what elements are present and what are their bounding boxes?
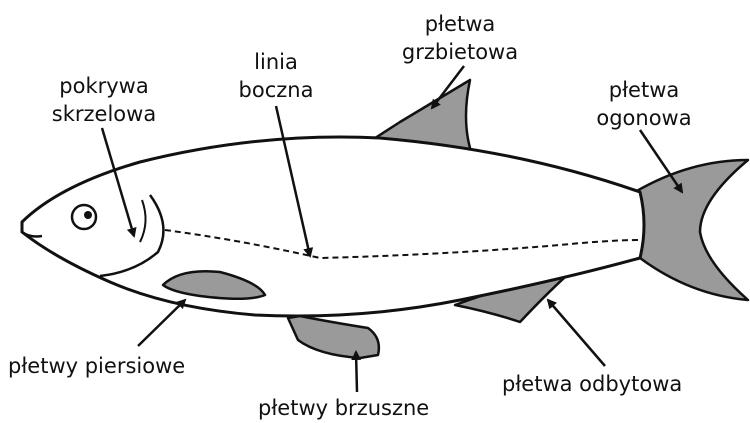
- pelvic-fin: [288, 316, 379, 358]
- label-anal-fin: płetwa odbytowa: [502, 370, 682, 398]
- label-pectoral-fins: płetwy piersiowe: [8, 352, 185, 380]
- arrow-pectoral-fins: [138, 300, 185, 346]
- tail-fin: [635, 160, 748, 300]
- label-lateral-line-line2: boczna: [220, 76, 332, 104]
- label-dorsal-fin-line1: płetwa: [386, 10, 534, 38]
- label-gill-cover: pokrywa skrzelowa: [36, 72, 172, 128]
- label-tail-fin-line2: ogonowa: [584, 104, 704, 132]
- label-lateral-line-line1: linia: [220, 48, 332, 76]
- arrow-anal-fin: [548, 300, 605, 366]
- label-tail-fin-line1: płetwa: [584, 76, 704, 104]
- arrow-pelvic-fins: [356, 352, 357, 392]
- label-gill-cover-line1: pokrywa: [36, 72, 172, 100]
- fish-eye: [72, 205, 96, 229]
- label-tail-fin: płetwa ogonowa: [584, 76, 704, 132]
- label-gill-cover-line2: skrzelowa: [36, 100, 172, 128]
- label-dorsal-fin-line2: grzbietowa: [386, 38, 534, 66]
- label-lateral-line: linia boczna: [220, 48, 332, 104]
- label-dorsal-fin: płetwa grzbietowa: [386, 10, 534, 66]
